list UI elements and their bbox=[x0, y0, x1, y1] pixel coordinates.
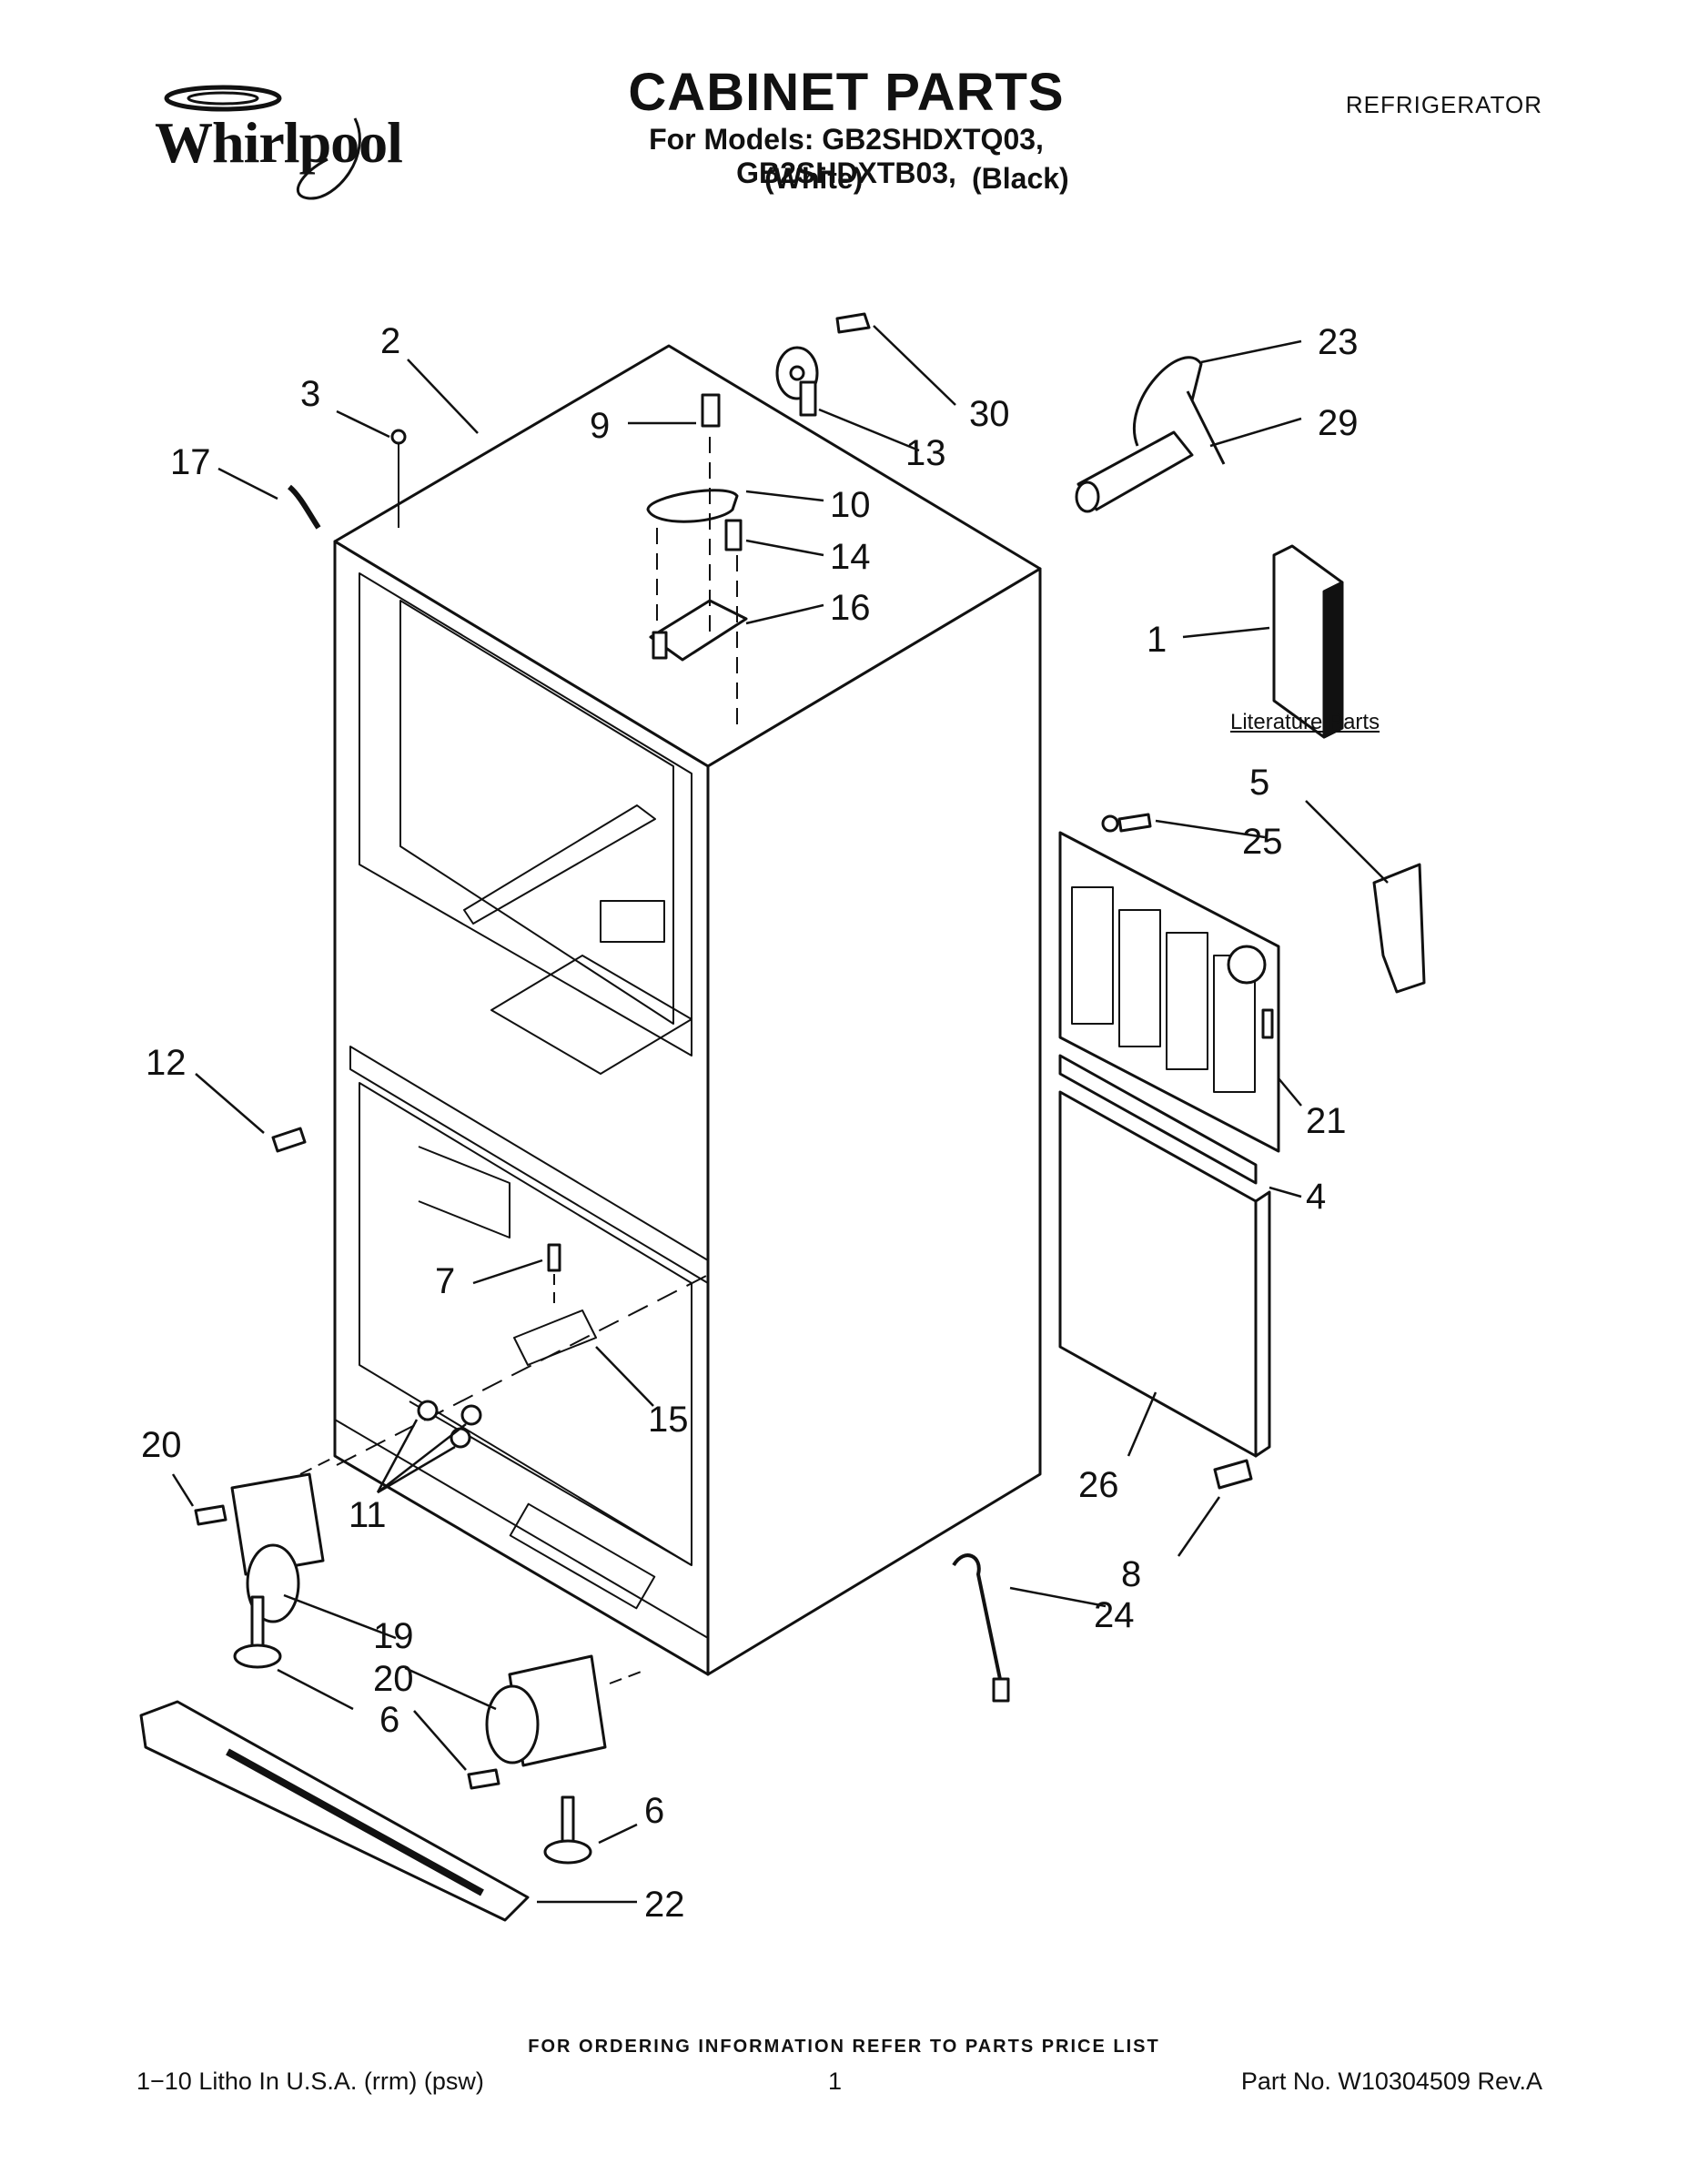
callout-10: 10 bbox=[830, 485, 871, 525]
callout-14: 14 bbox=[830, 537, 871, 577]
callout-6-left: 6 bbox=[379, 1700, 400, 1740]
base-grille bbox=[139, 1700, 530, 1922]
literature-parts-label: Literature Parts bbox=[1230, 710, 1380, 734]
toe-grille-panel bbox=[1058, 831, 1280, 1153]
callout-30: 30 bbox=[969, 394, 1010, 434]
callout-24: 24 bbox=[1094, 1595, 1135, 1635]
callout-25: 25 bbox=[1242, 822, 1283, 862]
callout-5: 5 bbox=[1249, 763, 1270, 803]
callout-2: 2 bbox=[380, 321, 401, 361]
callout-23: 23 bbox=[1318, 322, 1359, 362]
callout-3: 3 bbox=[300, 374, 321, 414]
callout-1: 1 bbox=[1147, 620, 1167, 660]
callout-19: 19 bbox=[373, 1616, 414, 1656]
callout-13: 13 bbox=[905, 433, 946, 473]
top-hinge-assembly bbox=[646, 393, 748, 728]
brand-wordmark: Whirlpool bbox=[155, 110, 403, 175]
leader-lines bbox=[171, 325, 1389, 1904]
callout-20-right: 20 bbox=[373, 1659, 414, 1699]
ordering-note: FOR ORDERING INFORMATION REFER TO PARTS … bbox=[528, 2037, 1160, 2057]
appliance-category: REFRIGERATOR bbox=[1345, 91, 1542, 118]
callout-15: 15 bbox=[648, 1400, 689, 1440]
callout-22: 22 bbox=[644, 1885, 685, 1925]
cabinet-body bbox=[333, 344, 1042, 1676]
page-title: CABINET PARTS bbox=[628, 63, 1065, 122]
callout-11: 11 bbox=[349, 1495, 387, 1535]
callout-29: 29 bbox=[1318, 403, 1359, 443]
litho-info: 1−10 Litho In U.S.A. (rrm) (psw) bbox=[136, 2068, 484, 2095]
callout-8: 8 bbox=[1121, 1554, 1142, 1594]
callout-6-right: 6 bbox=[644, 1791, 665, 1831]
logo-swirl-icon bbox=[164, 85, 361, 200]
callout-9: 9 bbox=[590, 406, 611, 446]
callout-7: 7 bbox=[435, 1261, 456, 1301]
callout-16: 16 bbox=[830, 588, 871, 628]
callout-4: 4 bbox=[1306, 1177, 1327, 1217]
callout-17: 17 bbox=[170, 442, 211, 482]
color-black-label: (Black) bbox=[972, 162, 1069, 195]
callout-20-left: 20 bbox=[141, 1425, 182, 1465]
page-number: 1 bbox=[828, 2068, 843, 2095]
models-line: For Models: GB2SHDXTQ03, GB2SHDXTB03, bbox=[649, 123, 1044, 189]
callout-21: 21 bbox=[1306, 1101, 1347, 1141]
part-number: Part No. W10304509 Rev.A bbox=[1240, 2068, 1542, 2095]
color-white-label: (White) bbox=[764, 162, 864, 195]
whirlpool-logo: Whirlpool bbox=[127, 73, 403, 209]
callout-26: 26 bbox=[1078, 1465, 1119, 1505]
callout-12: 12 bbox=[146, 1043, 187, 1083]
